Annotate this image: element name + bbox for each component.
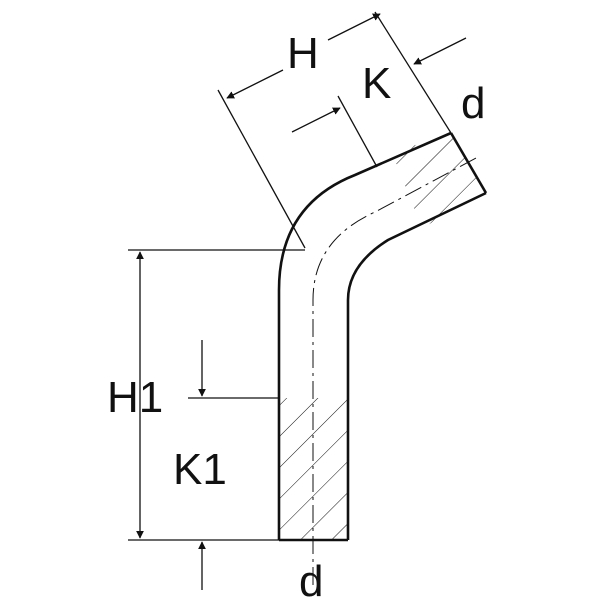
- label-k1: K1: [173, 445, 227, 494]
- label-h: H: [287, 29, 319, 78]
- k-extension: [337, 95, 378, 168]
- label-h1: H1: [107, 373, 163, 422]
- pipe-inner-edge: [346, 191, 487, 540]
- pipe-outer-edge: [277, 131, 452, 540]
- h-right-extension: [374, 11, 452, 134]
- k-arrow: [291, 107, 341, 133]
- label-d-bottom: d: [299, 557, 323, 600]
- label-d-top: d: [461, 79, 485, 128]
- h-arrow-right: [327, 13, 381, 41]
- label-k: K: [362, 59, 391, 108]
- dimension-labels: H K d H1 K1 d: [107, 29, 485, 600]
- top-section-hatch: [392, 133, 486, 228]
- pipe-centerline: [312, 156, 479, 585]
- dimension-lines: [128, 11, 467, 590]
- d-top-arrow: [413, 37, 467, 65]
- h-arrow-left: [226, 69, 284, 99]
- section-hatching: [279, 133, 486, 540]
- pipe-top-end: [449, 132, 488, 194]
- h-left-extension: [217, 89, 306, 249]
